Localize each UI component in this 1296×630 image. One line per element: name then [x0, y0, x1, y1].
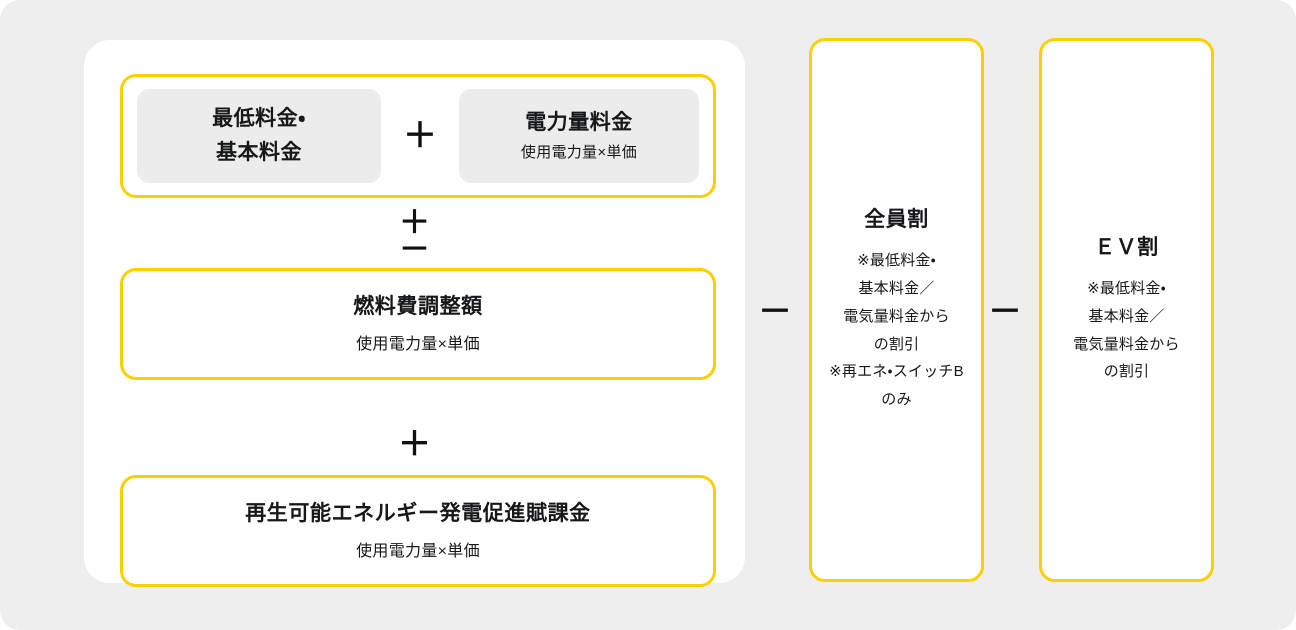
discount-title-zenin-wari: 全員割: [864, 208, 929, 232]
minus-operator-second: －: [988, 293, 1022, 331]
energy-charge-subtitle: 使用電力量×単価: [520, 143, 638, 161]
discount-note-ev-wari-1: ※最低料金・ 基本料金／ 電気量料金から の割引: [1073, 280, 1180, 381]
discount-title-ev-wari: ＥＶ割: [1094, 235, 1159, 259]
charge-breakdown-card: 最低料金・ 基本料金 ＋ 電力量料金 使用電力量×単価 ＋ － 燃料費調整額 使…: [84, 40, 745, 587]
plus-operator-inline: ＋: [403, 117, 437, 155]
plus-minus-minus-glyph: －: [399, 232, 430, 268]
discount-note-zenin-wari-1: ※最低料金・ 基本料金／ 電気量料金から の割引: [843, 252, 950, 353]
discount-column-ev-wari: ＥＶ割 ※最低料金・ 基本料金／ 電気量料金から の割引: [1039, 38, 1214, 582]
plus-operator-middle: ＋: [84, 415, 745, 471]
energy-charge-title: 電力量料金: [525, 110, 633, 134]
renewable-levy-title: 再生可能エネルギー発電促進賦課金: [245, 502, 591, 526]
discount-column-zenin-wari: 全員割 ※最低料金・ 基本料金／ 電気量料金から の割引 ※再エネ・スイッチB …: [809, 38, 984, 582]
base-charge-group: 最低料金・ 基本料金 ＋ 電力量料金 使用電力量×単価: [120, 74, 716, 198]
minus-operator-first: －: [758, 293, 792, 331]
plus-minus-plus-glyph: ＋: [399, 204, 430, 240]
plus-operator-middle-glyph: ＋: [398, 424, 431, 462]
discount-note-zenin-wari-2: ※再エネ・スイッチB のみ: [829, 363, 964, 409]
plus-minus-operator: ＋ －: [84, 200, 745, 268]
fuel-adjustment-title: 燃料費調整額: [353, 295, 483, 319]
minimum-base-charge-title: 最低料金・ 基本料金: [212, 106, 306, 164]
renewable-levy-box: 再生可能エネルギー発電促進賦課金 使用電力量×単価: [120, 475, 716, 587]
minimum-base-charge-chip: 最低料金・ 基本料金: [137, 89, 381, 183]
renewable-levy-subtitle: 使用電力量×単価: [356, 542, 480, 560]
fuel-adjustment-box: 燃料費調整額 使用電力量×単価: [120, 268, 716, 380]
energy-charge-chip: 電力量料金 使用電力量×単価: [459, 89, 699, 183]
fuel-adjustment-subtitle: 使用電力量×単価: [356, 335, 480, 353]
